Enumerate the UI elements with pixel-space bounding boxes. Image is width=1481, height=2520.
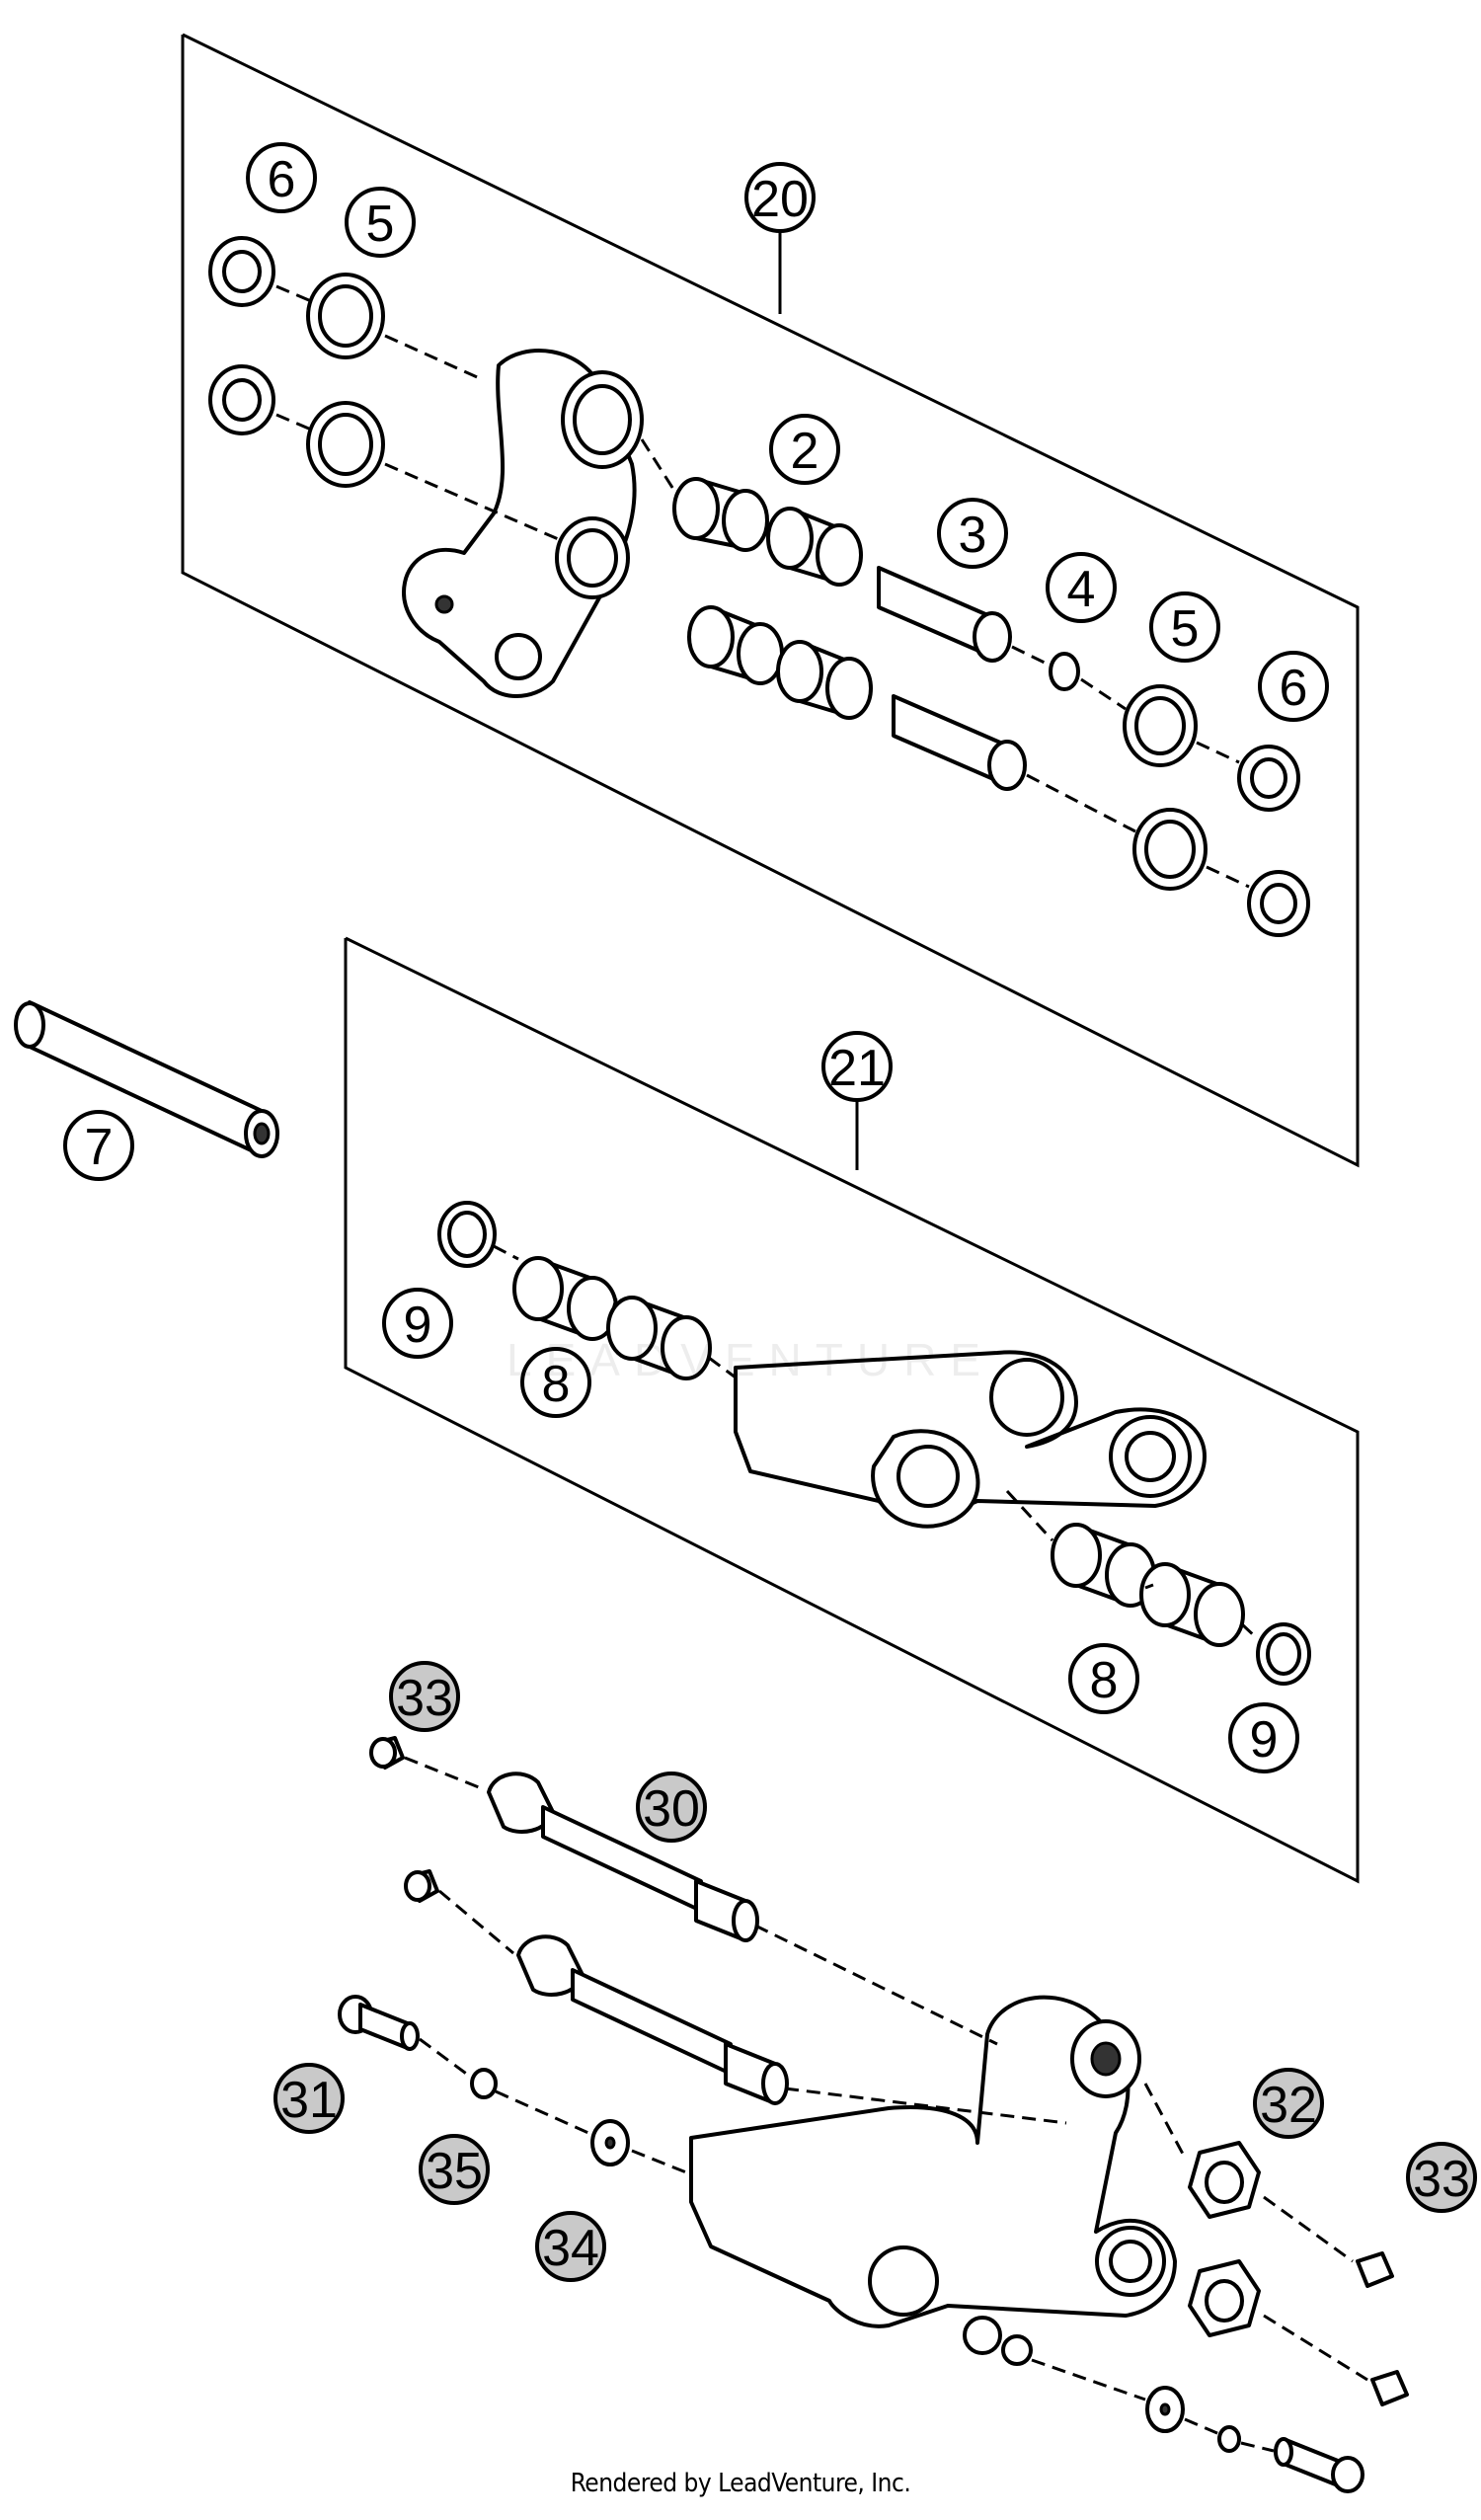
svg-text:5: 5: [1171, 600, 1200, 658]
bearing-upper-right-1: [1123, 684, 1198, 767]
callout-9-right: 9: [1228, 1702, 1299, 1773]
leaders-middle: [493, 1244, 1260, 1641]
grease-fitting-right-1: [1356, 2251, 1394, 2288]
bolt-31-right: [1274, 2437, 1364, 2493]
svg-text:35: 35: [426, 2143, 483, 2200]
svg-text:32: 32: [1260, 2077, 1317, 2134]
svg-text:5: 5: [366, 196, 395, 253]
sleeve-3-b: [892, 694, 1027, 791]
seal-upper-left-1: [208, 236, 275, 307]
svg-text:9: 9: [404, 1297, 432, 1354]
callout-7: 7: [63, 1110, 134, 1181]
svg-text:9: 9: [1250, 1711, 1279, 1769]
svg-text:8: 8: [1090, 1652, 1119, 1709]
callout-33-upper: 33: [389, 1661, 460, 1732]
svg-text:31: 31: [280, 2072, 338, 2129]
callout-31: 31: [273, 2063, 345, 2134]
kit-frame-middle: [344, 936, 1360, 1884]
callout-30: 30: [636, 1772, 707, 1843]
callout-2: 2: [769, 414, 840, 485]
callout-3: 3: [937, 498, 1008, 569]
kit-frame-upper: [181, 33, 1360, 1168]
washer-35-right: [1217, 2425, 1241, 2453]
bushing-8-b: [606, 1296, 712, 1380]
bushing-2-a: [672, 477, 769, 552]
grease-fitting-left-2: [404, 1869, 439, 1903]
bearing-9-left: [437, 1201, 497, 1268]
svg-text:6: 6: [268, 151, 296, 208]
sleeve-3-a: [877, 566, 1012, 663]
bearing-upper-left-2: [306, 401, 385, 488]
leaders-upper: [275, 232, 1250, 889]
callout-35: 35: [419, 2134, 490, 2205]
callout-4: 4: [1046, 552, 1117, 623]
grease-fitting-right-2: [1370, 2370, 1409, 2406]
callout-8-right: 8: [1068, 1643, 1139, 1714]
callout-32: 32: [1253, 2068, 1324, 2139]
svg-text:6: 6: [1280, 660, 1308, 717]
bearing-upper-left-1: [306, 273, 385, 359]
footer-credit: Rendered by LeadVenture, Inc.: [570, 2469, 911, 2498]
seal-upper-right-2: [1247, 870, 1310, 937]
svg-text:34: 34: [542, 2220, 599, 2277]
svg-text:20: 20: [751, 171, 809, 228]
svg-text:33: 33: [396, 1670, 453, 1727]
washer-35: [470, 2068, 498, 2099]
grease-fitting-left-1: [369, 1736, 405, 1770]
svg-text:4: 4: [1067, 561, 1096, 618]
callout-8-left: 8: [520, 1347, 591, 1418]
bolt-31: [338, 1995, 420, 2051]
leaders-lower: [404, 1756, 1368, 2453]
bushing-2-d: [776, 640, 873, 720]
bolt-30-lower: [516, 1934, 789, 2105]
svg-text:8: 8: [542, 1356, 571, 1413]
washer-34-right: [1145, 2386, 1185, 2433]
linkage-lever: [402, 349, 644, 698]
oring-4: [1049, 652, 1080, 691]
connecting-rod: [734, 1350, 1207, 1529]
svg-text:21: 21: [828, 1040, 886, 1097]
bolt-30-upper: [487, 1772, 759, 1942]
bushing-8-c: [1051, 1523, 1156, 1608]
watermark: LEADVENTURE: [507, 1334, 994, 1385]
callout-21: 21: [821, 1031, 893, 1102]
bushing-8-a: [512, 1256, 618, 1341]
swing-arm-assembly: [689, 1995, 1177, 2366]
bushing-2-b: [766, 507, 863, 587]
shaft-7: [14, 1000, 279, 1158]
callout-5-upper-left: 5: [345, 187, 416, 258]
svg-text:30: 30: [643, 1780, 700, 1838]
nut-32-lower: [1188, 2259, 1261, 2337]
bushing-2-c: [687, 605, 784, 685]
callout-9-left: 9: [382, 1288, 453, 1359]
svg-text:3: 3: [959, 507, 987, 564]
svg-text:7: 7: [85, 1119, 114, 1176]
bearing-upper-right-2: [1132, 808, 1208, 891]
bushing-8-d: [1139, 1562, 1245, 1647]
nut-32-upper: [1188, 2141, 1261, 2219]
callout-33-lower: 33: [1406, 2142, 1477, 2213]
seal-upper-right-1: [1237, 745, 1300, 812]
svg-text:2: 2: [791, 423, 819, 480]
callout-6-right: 6: [1258, 651, 1329, 722]
seal-upper-left-2: [208, 364, 275, 435]
callout-20: 20: [744, 162, 816, 233]
callout-6-upper-left: 6: [246, 142, 317, 213]
bearing-9-right: [1256, 1622, 1311, 1686]
svg-text:33: 33: [1413, 2151, 1470, 2208]
callout-34: 34: [535, 2211, 606, 2282]
washer-34: [590, 2119, 630, 2166]
callout-5-right: 5: [1149, 591, 1220, 663]
